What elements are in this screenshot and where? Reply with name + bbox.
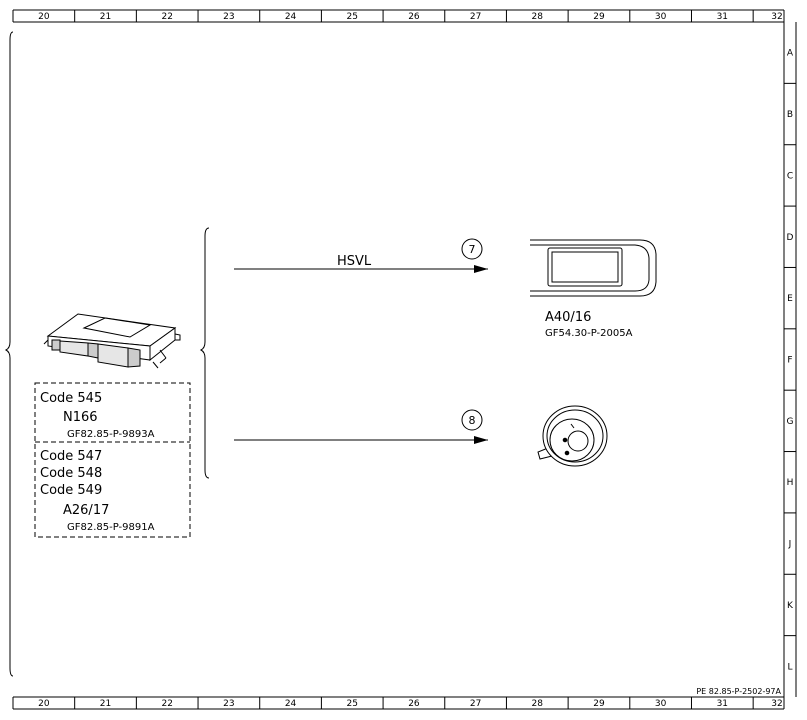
row-label: B xyxy=(787,110,793,120)
row-labels: A B C D E F G H J K L xyxy=(787,49,795,673)
callout-7: 7 xyxy=(461,238,483,260)
legend-ref-9891a: GF82.85-P-9891A xyxy=(67,522,155,533)
column-label: 22 xyxy=(161,12,172,22)
row-label: F xyxy=(787,356,792,366)
column-label: 20 xyxy=(38,699,50,709)
column-label: 31 xyxy=(717,12,728,22)
column-label: 29 xyxy=(593,699,605,709)
column-label: 23 xyxy=(223,12,234,22)
legend-box xyxy=(34,382,191,538)
column-label: 31 xyxy=(717,699,728,709)
row-label: C xyxy=(787,171,793,181)
column-label: 29 xyxy=(593,12,605,22)
row-label: H xyxy=(787,478,794,488)
row-label: K xyxy=(787,601,794,611)
column-label: 26 xyxy=(408,12,420,22)
row-ticks xyxy=(784,82,796,637)
legend-unit-n166: N166 xyxy=(63,410,98,425)
display-unit-icon xyxy=(530,239,657,297)
document-reference: PE 82.85-P-2502-97A xyxy=(696,687,781,696)
signal-label-hsvl: HSVL xyxy=(337,254,372,269)
display-unit-code: A40/16 xyxy=(545,310,591,325)
legend-ref-9893a: GF82.85-P-9893A xyxy=(67,429,155,440)
column-label: 28 xyxy=(532,699,544,709)
legend-unit-a26-17: A26/17 xyxy=(63,503,109,518)
left-brace xyxy=(4,31,14,677)
control-unit-icon xyxy=(43,313,181,369)
legend-code-549: Code 549 xyxy=(40,483,102,498)
row-label: G xyxy=(787,417,794,427)
svg-text:8: 8 xyxy=(469,414,476,427)
column-label: 30 xyxy=(655,12,667,22)
column-label: 24 xyxy=(285,12,297,22)
svg-text:7: 7 xyxy=(469,243,476,256)
column-label: 32 xyxy=(771,699,782,709)
column-label: 22 xyxy=(161,699,172,709)
display-unit-ref: GF54.30-P-2005A xyxy=(545,328,633,339)
column-label: 32 xyxy=(771,12,782,22)
column-label: 23 xyxy=(223,699,234,709)
column-label: 26 xyxy=(408,699,420,709)
callout-8: 8 xyxy=(461,409,483,431)
column-labels-bottom: 20 21 22 23 24 25 26 27 28 29 30 31 32 xyxy=(38,699,783,709)
legend-code-548: Code 548 xyxy=(40,466,102,481)
row-label: D xyxy=(787,233,794,243)
inner-brace xyxy=(199,227,210,479)
row-label: J xyxy=(788,540,792,550)
speaker-icon xyxy=(537,405,608,467)
column-label: 25 xyxy=(347,12,358,22)
legend-code-545: Code 545 xyxy=(40,391,102,406)
column-ticks xyxy=(74,10,754,709)
column-label: 21 xyxy=(100,699,111,709)
column-label: 20 xyxy=(38,12,50,22)
column-labels-top: 20 21 22 23 24 25 26 27 28 29 30 31 32 xyxy=(38,12,783,22)
row-label: L xyxy=(787,662,792,672)
row-label: A xyxy=(787,49,794,59)
row-label: E xyxy=(787,294,793,304)
column-label: 27 xyxy=(470,699,481,709)
column-label: 24 xyxy=(285,699,297,709)
legend-code-547: Code 547 xyxy=(40,449,102,464)
column-label: 30 xyxy=(655,699,667,709)
column-label: 27 xyxy=(470,12,481,22)
drawing-frame xyxy=(12,9,797,710)
column-label: 28 xyxy=(532,12,544,22)
column-label: 21 xyxy=(100,12,111,22)
column-label: 25 xyxy=(347,699,358,709)
